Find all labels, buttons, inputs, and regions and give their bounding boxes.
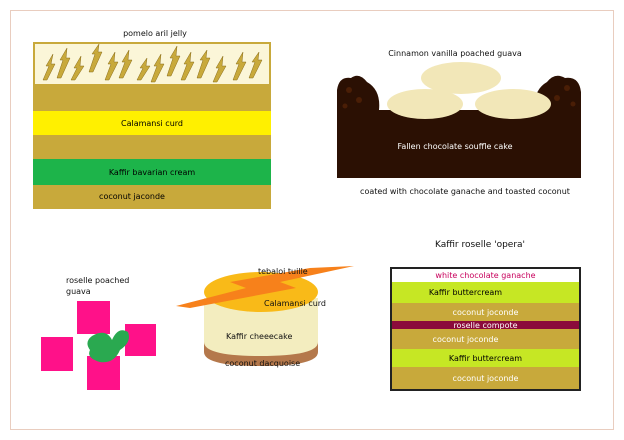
aril-piece <box>56 47 71 79</box>
guava-square <box>125 324 156 356</box>
coconut-jaconde-label: coconut jaconde <box>99 192 165 201</box>
kaffir-buttercream-label-2: Kaffir buttercream <box>448 354 523 363</box>
golden-layer-2 <box>33 135 271 159</box>
aril-piece <box>42 53 56 81</box>
roselle-guava <box>41 301 156 390</box>
roselle-compote-layer: roselle compote <box>392 321 579 330</box>
roselle-compote-label: roselle compote <box>453 321 518 330</box>
coconut-joconde-label-2: coconut joconde <box>432 335 499 344</box>
green-leaf <box>87 330 129 363</box>
kaffir-cheesecake-layer <box>204 298 318 356</box>
kaffir-buttercream-layer-1: Kaffir buttercream <box>392 282 579 303</box>
guava-slice-left <box>387 89 463 119</box>
chocolate-cake-body <box>337 75 581 178</box>
aril-piece <box>180 51 195 81</box>
aril-piece <box>70 55 85 81</box>
opera-title: Kaffir roselle 'opera' <box>434 240 526 250</box>
aril-piece <box>248 51 263 79</box>
page-border <box>10 10 614 430</box>
guava-title: Cinnamon vanilla poached guava <box>388 49 522 58</box>
coconut-joconde-label-3: coconut joconde <box>452 374 519 383</box>
kaffir-bavarian-layer: Kaffir bavarian cream <box>33 159 271 185</box>
coconut-joconde-layer-3: coconut joconde <box>392 367 579 389</box>
aril-piece <box>212 55 227 83</box>
coconut-joconde-label-1: coconut joconde <box>452 308 519 317</box>
guava-square <box>41 337 73 371</box>
aril-piece <box>196 49 211 79</box>
coconut-jaconde-layer: coconut jaconde <box>33 185 271 209</box>
aril-piece <box>150 53 165 83</box>
souffle-cake-label: Fallen chocolate souffle cake <box>397 142 513 151</box>
white-ganache-layer: white chocolate ganache <box>392 269 579 282</box>
coconut-joconde-layer-2: coconut joconde <box>392 329 579 349</box>
tebaloi-tuille-label: tebaloi tuille <box>258 267 308 276</box>
aril-piece <box>88 43 103 73</box>
pomelo-aril-pieces <box>42 43 263 83</box>
kaffir-cheesecake-label: Kaffir cheeecake <box>226 332 293 341</box>
kaffir-buttercream-label-1: Kaffir buttercream <box>428 288 503 297</box>
aril-piece <box>166 45 181 77</box>
guava-square <box>77 301 110 334</box>
calamansi-curd-label: Calamansi curd <box>120 119 183 128</box>
guava-slice-right <box>475 89 551 119</box>
souffle-caption: coated with chocolate ganache and toaste… <box>360 187 570 196</box>
kaffir-bavarian-label: Kaffir bavarian cream <box>108 168 196 177</box>
roselle-guava-label-2: guava <box>66 287 91 296</box>
souffle-cake <box>337 62 581 178</box>
aril-piece <box>104 51 119 81</box>
coconut-joconde-layer-1: coconut joconde <box>392 303 579 321</box>
guava-slice-top <box>421 62 501 94</box>
aril-piece <box>136 57 151 81</box>
aril-piece <box>118 49 133 79</box>
pomelo-dessert: Calamansi curd Kaffir bavarian cream coc… <box>33 42 271 209</box>
coconut-dacquoise-label: coconut dacquoise <box>225 359 301 368</box>
calamansi-curd-layer: Calamansi curd <box>33 111 271 135</box>
aril-piece <box>232 51 247 81</box>
roselle-guava-label-1: roselle poached <box>66 276 130 285</box>
golden-layer-1 <box>33 84 271 111</box>
kaffir-buttercream-layer-2: Kaffir buttercream <box>392 349 579 367</box>
pomelo-jelly-title: pomelo aril jelly <box>123 29 187 38</box>
opera-cake: white chocolate ganache Kaffir buttercre… <box>390 267 581 391</box>
calamansi-curd-label-2: Calamansi curd <box>264 299 327 308</box>
tebaloi-tuille <box>176 266 354 308</box>
white-ganache-label: white chocolate ganache <box>435 271 536 280</box>
cheesecake <box>176 266 354 366</box>
